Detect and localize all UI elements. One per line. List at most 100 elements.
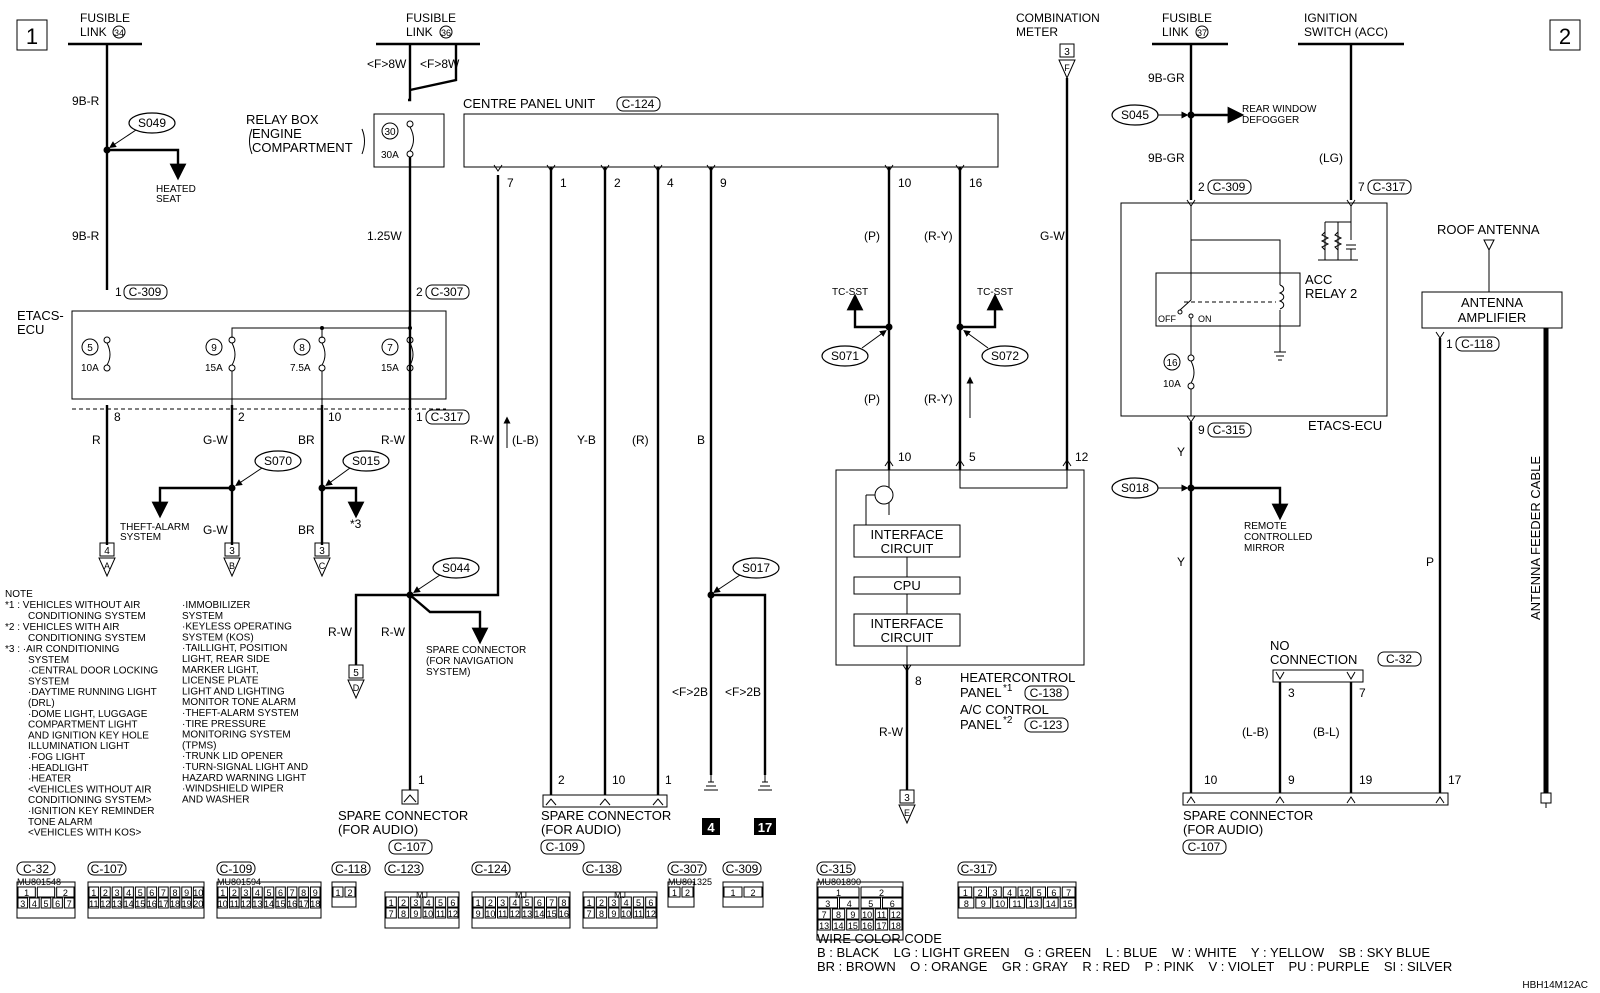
svg-text:8: 8: [915, 674, 922, 688]
connector-pin: 5: [525, 898, 530, 908]
connector-pin: 2: [978, 888, 983, 898]
connector-pin: 6: [890, 899, 895, 909]
roof-antenna: ROOF ANTENNA ANTENNA AMPLIFIER 1 C-118: [1421, 222, 1563, 352]
svg-text:C-118: C-118: [1461, 337, 1493, 351]
svg-text:36: 36: [441, 28, 451, 38]
connector-pin: 9: [850, 910, 855, 920]
svg-text:CPU: CPU: [893, 578, 920, 593]
mirror-label-2: CONTROLLED: [1244, 532, 1312, 543]
connector-pin: 2: [685, 888, 690, 898]
combination-meter: COMBINATION METER 3 F: [1016, 11, 1100, 80]
connector-pin: 3: [611, 898, 616, 908]
connector-pin: 10: [621, 909, 631, 919]
note-line: LIGHT, REAR SIDE: [182, 654, 270, 665]
connector-tag: MJ: [614, 890, 626, 900]
svg-text:B : BLACK LG : LIGHT GREEN: B : BLACK LG : LIGHT GREEN G : GREEN L :…: [817, 945, 1430, 960]
svg-text:15A: 15A: [205, 363, 223, 374]
diagram-id: HBH14M12AC: [1522, 980, 1588, 991]
svg-text:*1 : VEHICLES WITHOUT AIR: *1 : VEHICLES WITHOUT AIR: [5, 600, 140, 611]
wire-label: (P): [864, 229, 880, 243]
note-line: SYSTEM: [28, 676, 69, 687]
connector-pin: 16: [147, 899, 157, 909]
svg-text:C-109: C-109: [546, 840, 579, 854]
svg-text:C-138: C-138: [1030, 686, 1063, 700]
wire-label: BR: [298, 523, 315, 537]
tc-sst-label: TC-SST: [832, 287, 868, 298]
connector-pin: 7: [587, 909, 592, 919]
connector-pin: 4: [126, 888, 131, 898]
connector-pin: 5: [636, 898, 641, 908]
svg-text:COMPARTMENT: COMPARTMENT: [252, 140, 353, 155]
note-line: ·TURN-SIGNAL LIGHT AND: [182, 762, 308, 773]
connector-pin: 14: [264, 899, 274, 909]
svg-text:17: 17: [758, 820, 772, 835]
note-line: ·DOME LIGHT, LUGGAGE: [28, 709, 148, 720]
etacs-fuse-symbols: [103, 328, 414, 405]
connector-pin: 10: [193, 888, 203, 898]
no-connection: NO CONNECTION C-32 3 7: [1270, 638, 1422, 700]
connector-pin: 9: [184, 888, 189, 898]
svg-text:S049: S049: [138, 116, 166, 130]
connector-pin: 14: [124, 899, 134, 909]
connector-id: C-123: [388, 862, 421, 876]
connector-pin: 15: [1063, 899, 1073, 909]
svg-text:OFF: OFF: [1158, 314, 1176, 324]
wire-label: R-W: [381, 625, 406, 639]
connector-pin: 3: [413, 898, 418, 908]
svg-text:9: 9: [1288, 773, 1295, 787]
svg-text:PANEL: PANEL: [960, 685, 1002, 700]
note-line: ·WINDSHIELD WIPER: [182, 784, 284, 795]
svg-text:C-123: C-123: [1030, 718, 1063, 732]
svg-text:RELAY 2: RELAY 2: [1305, 286, 1357, 301]
svg-text:7.5A: 7.5A: [290, 363, 311, 374]
connector-pin: 1: [91, 888, 96, 898]
pin-label: 2: [1198, 180, 1205, 194]
pin-label: 16: [969, 176, 983, 190]
connector-pin: 5: [138, 888, 143, 898]
relay-box: RELAY BOX ENGINE COMPARTMENT 30 30A: [246, 112, 445, 168]
wire-f8w-b: [409, 44, 458, 92]
svg-text:2: 2: [558, 773, 565, 787]
connector-pin: 3: [20, 899, 25, 909]
tc-sst-branch-1: [846, 293, 889, 329]
spare-connector-audio-2: 2 10 1 SPARE CONNECTOR (FOR AUDIO) C-109: [540, 773, 672, 855]
connector-pin: 12: [891, 910, 901, 920]
svg-text:*1: *1: [1003, 683, 1013, 694]
svg-text:LINK: LINK: [406, 25, 433, 39]
wire-label: BR: [298, 433, 315, 447]
note-line: ·IGNITION KEY REMINDER: [28, 806, 155, 817]
connector-id: C-124: [475, 862, 508, 876]
connector-pin: 2: [103, 888, 108, 898]
svg-text:ECU: ECU: [17, 322, 44, 337]
note-line: SYSTEM: [28, 655, 69, 666]
connector-pin: 19: [182, 899, 192, 909]
connector-pin: 11: [436, 909, 445, 919]
connector-pin: 3: [992, 888, 997, 898]
spare-connector-audio-3: 10 9 19 17 SPARE CONNECTOR (FOR AUDIO) C…: [1182, 773, 1462, 855]
pin-label: 9: [720, 176, 727, 190]
wire-label: <F>8W: [420, 57, 460, 71]
ground-17: 17: [754, 775, 776, 835]
svg-text:WIRE COLOR CODE: WIRE COLOR CODE: [817, 931, 942, 946]
page-number-right: 2: [1549, 19, 1581, 51]
connector-pin: 17: [158, 899, 168, 909]
connector-pin: 10: [485, 909, 495, 919]
connector-pin: 1: [836, 888, 841, 898]
svg-text:C-307: C-307: [431, 285, 464, 299]
svg-text:B: B: [229, 561, 235, 571]
svg-text:E: E: [904, 808, 910, 818]
connector-pin: 9: [413, 909, 418, 919]
theft-alarm-label-2: SYSTEM: [120, 532, 161, 543]
connector-pin: 10: [423, 909, 433, 919]
connector-pin: 10: [218, 899, 228, 909]
spare-connector-audio-1: 1 SPARE CONNECTOR (FOR AUDIO) C-107: [338, 773, 468, 855]
svg-text:12: 12: [1075, 450, 1089, 464]
wire-to-ref-d: [354, 593, 410, 665]
ref-a: 4 A: [98, 542, 116, 578]
connector-pin: 1: [24, 888, 29, 898]
wire-label: 1.25W: [367, 229, 402, 243]
pin-label: 4: [667, 176, 674, 190]
connector-pin: 13: [252, 899, 262, 909]
svg-text:S044: S044: [442, 561, 470, 575]
connector-pin: 7: [822, 910, 827, 920]
